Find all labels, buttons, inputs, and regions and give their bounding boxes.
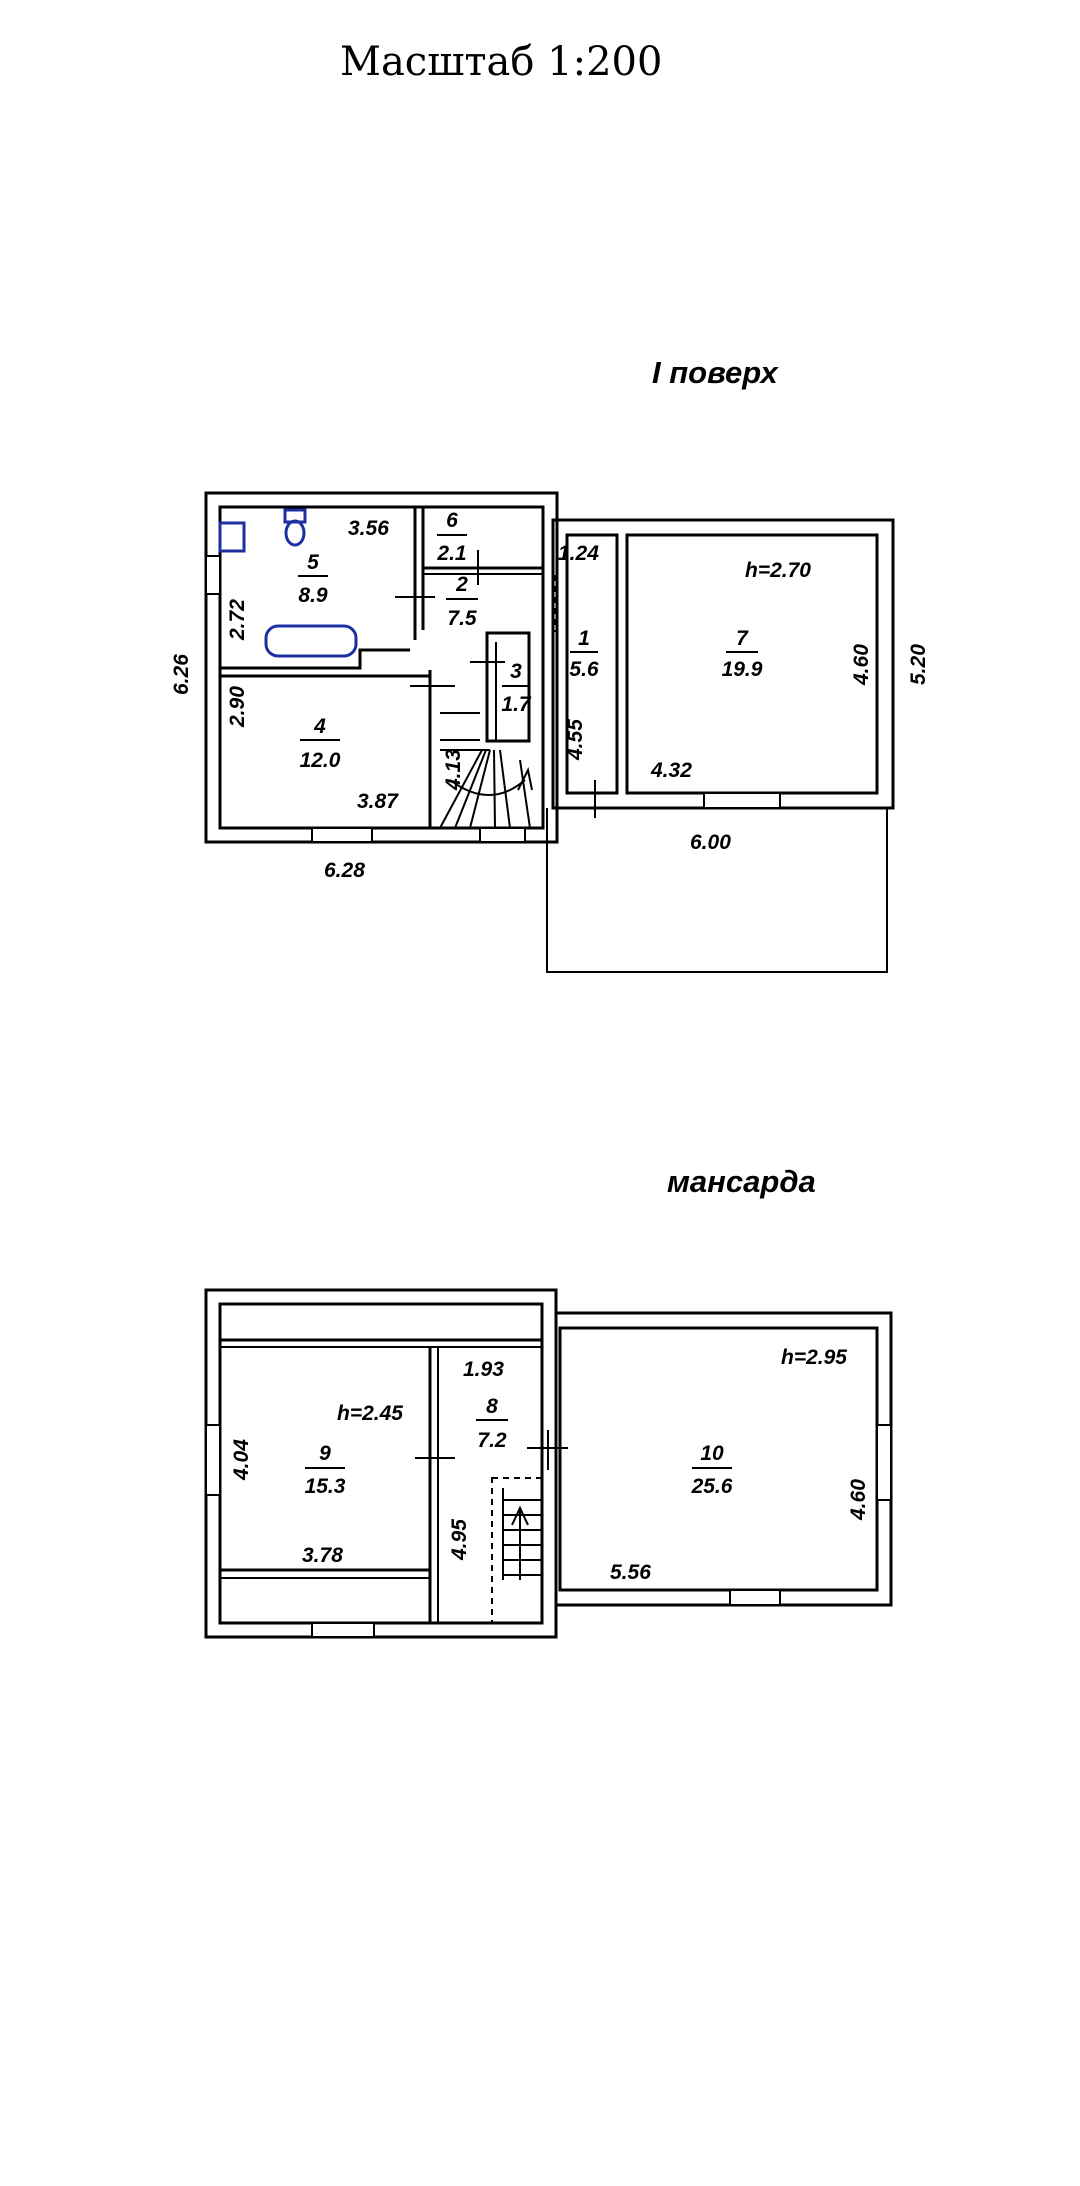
- room-label-6: 6 2.1: [436, 509, 467, 565]
- stair-attic: [491, 1477, 543, 1624]
- svg-text:9: 9: [319, 1442, 331, 1465]
- dimension-label: 1.93: [463, 1358, 504, 1381]
- room-label-7: 7 19.9: [722, 627, 763, 681]
- svg-text:2: 2: [455, 573, 468, 596]
- wall-bath-bottom: [220, 648, 410, 670]
- dimension-label: 4.04: [230, 1439, 253, 1481]
- svg-text:3: 3: [510, 660, 522, 683]
- window-attic-bottom: [311, 1622, 375, 1638]
- room-label-2: 2 7.5: [446, 573, 478, 630]
- height-label: h=2.70: [745, 559, 811, 582]
- dimension-label: 4.60: [847, 1479, 870, 1521]
- dimension-label: 3.87: [357, 790, 399, 813]
- svg-text:7.5: 7.5: [447, 607, 477, 630]
- svg-text:2.1: 2.1: [436, 542, 466, 565]
- height-label: h=2.95: [781, 1346, 847, 1369]
- height-label: h=2.45: [337, 1402, 403, 1425]
- svg-text:5: 5: [307, 551, 319, 574]
- svg-text:25.6: 25.6: [691, 1475, 733, 1498]
- window-attic-left: [205, 1424, 221, 1496]
- window-stair-bottom: [479, 827, 526, 843]
- window-left-wall: [205, 555, 221, 595]
- svg-text:15.3: 15.3: [305, 1475, 346, 1498]
- room-label-5: 5 8.9: [298, 551, 328, 607]
- stair-first-floor: [439, 712, 533, 829]
- dimension-label: 1.24: [558, 542, 599, 565]
- svg-text:19.9: 19.9: [722, 658, 763, 681]
- dimension-label: 3.78: [302, 1544, 343, 1567]
- room-label-10: 10 25.6: [691, 1442, 733, 1498]
- svg-text:4: 4: [313, 715, 326, 738]
- svg-text:7.2: 7.2: [477, 1429, 507, 1452]
- terrace-outline: [546, 808, 888, 973]
- toilet-bowl: [284, 519, 306, 547]
- dimension-label: 4.32: [650, 759, 692, 782]
- window-room10-bottom: [729, 1589, 781, 1606]
- floor-label-first: I поверх: [652, 355, 779, 390]
- attic-left-inner-wall: [218, 1302, 544, 1625]
- svg-text:6: 6: [446, 509, 458, 532]
- dimension-label: 2.72: [226, 599, 249, 641]
- dimension-label: 4.13: [442, 749, 465, 791]
- dimension-label: 6.26: [170, 654, 193, 695]
- room-label-4: 4 12.0: [300, 715, 341, 772]
- window-attic-right: [876, 1424, 892, 1501]
- svg-text:10: 10: [700, 1442, 724, 1465]
- dimension-label: 3.56: [348, 517, 389, 540]
- svg-text:1.7: 1.7: [501, 693, 532, 716]
- room-label-1: 1 5.6: [569, 627, 599, 681]
- dimension-label: 5.20: [907, 644, 930, 685]
- room-label-8: 8 7.2: [476, 1395, 508, 1452]
- dimension-label: 2.90: [226, 686, 249, 728]
- floor-label-attic: мансарда: [667, 1164, 816, 1199]
- dimension-label: 5.56: [610, 1561, 651, 1584]
- sink-fixture: [218, 521, 246, 553]
- scale-title: Масштаб 1:200: [340, 39, 662, 85]
- bathtub: [264, 624, 358, 658]
- svg-text:8.9: 8.9: [298, 584, 328, 607]
- svg-text:1: 1: [578, 627, 590, 650]
- dimension-label: 4.95: [448, 1519, 471, 1561]
- room-1-inner-wall: [565, 533, 619, 795]
- first-floor-plan: I поверх: [170, 355, 930, 973]
- svg-text:8: 8: [486, 1395, 498, 1418]
- window-room7-bottom: [703, 792, 781, 809]
- left-block-outer-wall: [204, 491, 559, 844]
- svg-text:7: 7: [736, 627, 749, 650]
- attic-floor-plan: мансарда: [204, 1164, 893, 1639]
- room-label-3: 3 1.7: [501, 660, 532, 716]
- room-label-9: 9 15.3: [305, 1442, 346, 1498]
- dimension-label: 4.55: [564, 719, 587, 761]
- svg-text:5.6: 5.6: [569, 658, 599, 681]
- dimension-label: 6.28: [324, 859, 365, 882]
- window-room4-bottom: [311, 827, 373, 843]
- dimension-label: 4.60: [850, 644, 873, 686]
- dimension-label: 6.00: [690, 831, 731, 854]
- attic-left-outer-wall: [204, 1288, 558, 1639]
- svg-text:12.0: 12.0: [300, 749, 341, 772]
